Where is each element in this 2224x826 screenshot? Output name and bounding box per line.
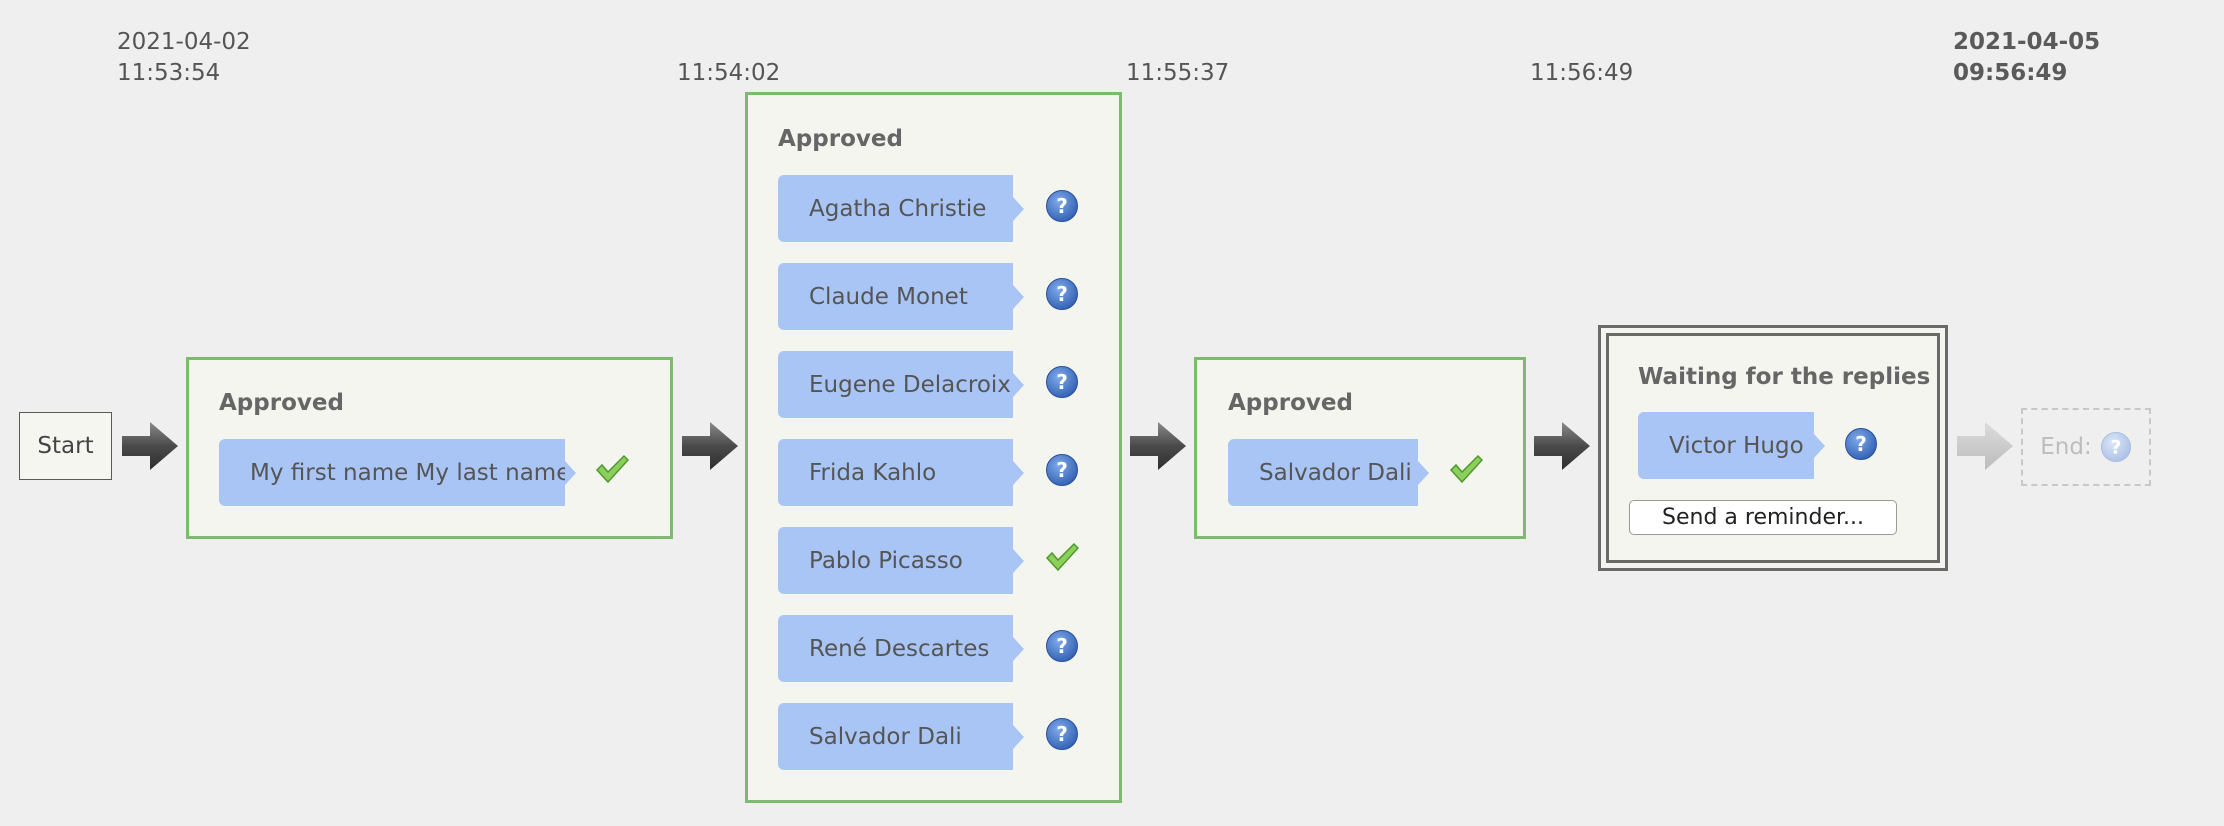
approver-pill[interactable]: Agatha Christie bbox=[778, 175, 1024, 242]
approver-name: My first name My last name bbox=[250, 459, 571, 486]
approver-name: Agatha Christie bbox=[809, 195, 987, 222]
send-reminder-button[interactable]: Send a reminder... bbox=[1629, 500, 1897, 535]
svg-text:?: ? bbox=[1855, 432, 1867, 456]
approver-pill[interactable]: Salvador Dali bbox=[778, 703, 1024, 770]
timestamp-stage3: 11:55:37 bbox=[1126, 60, 1230, 86]
svg-text:?: ? bbox=[1056, 634, 1068, 658]
checkmark-icon bbox=[1449, 454, 1483, 484]
approver-name: Pablo Picasso bbox=[809, 547, 963, 574]
question-icon: ? bbox=[1046, 278, 1078, 310]
svg-text:?: ? bbox=[1056, 370, 1068, 394]
timestamp-time-start: 11:53:54 bbox=[117, 60, 221, 86]
start-label: Start bbox=[37, 433, 94, 459]
svg-text:?: ? bbox=[1056, 282, 1068, 306]
approver-name: René Descartes bbox=[809, 635, 990, 662]
question-icon: ? bbox=[1046, 718, 1078, 750]
approver-pill[interactable]: Pablo Picasso bbox=[778, 527, 1024, 594]
stage-4-inner-border bbox=[1606, 333, 1940, 563]
approver-pill[interactable]: Eugene Delacroix bbox=[778, 351, 1024, 418]
approver-name: Eugene Delacroix bbox=[809, 371, 1011, 398]
question-icon: ? bbox=[1046, 454, 1078, 486]
approver-pill[interactable]: Salvador Dali bbox=[1228, 439, 1429, 506]
stage-3-title: Approved bbox=[1228, 390, 1353, 416]
arrow-right-icon bbox=[1957, 422, 2013, 470]
start-node: Start bbox=[19, 412, 112, 480]
question-icon: ? bbox=[2100, 431, 2131, 463]
end-label: End: bbox=[2040, 434, 2092, 460]
arrow-right-icon bbox=[122, 422, 178, 470]
arrow-right-icon bbox=[1130, 422, 1186, 470]
stage-4-title: Waiting for the replies bbox=[1638, 364, 1931, 390]
end-node: End: ? bbox=[2021, 408, 2151, 486]
approver-name: Salvador Dali bbox=[1259, 459, 1412, 486]
svg-text:?: ? bbox=[1056, 194, 1068, 218]
svg-text:?: ? bbox=[1056, 458, 1068, 482]
question-icon: ? bbox=[1046, 190, 1078, 222]
stage-1-title: Approved bbox=[219, 390, 344, 416]
svg-text:?: ? bbox=[1056, 722, 1068, 746]
stage-2-title: Approved bbox=[778, 126, 903, 152]
timestamp-time-end: 09:56:49 bbox=[1953, 60, 2068, 86]
approver-pill[interactable]: Victor Hugo bbox=[1638, 412, 1825, 479]
approver-pill[interactable]: René Descartes bbox=[778, 615, 1024, 682]
approver-pill[interactable]: Claude Monet bbox=[778, 263, 1024, 330]
arrow-right-icon bbox=[682, 422, 738, 470]
checkmark-icon bbox=[595, 454, 629, 484]
checkmark-icon bbox=[1045, 542, 1079, 572]
question-icon: ? bbox=[1046, 630, 1078, 662]
question-icon: ? bbox=[1845, 428, 1877, 460]
svg-text:?: ? bbox=[2110, 438, 2121, 459]
approver-pill[interactable]: Frida Kahlo bbox=[778, 439, 1024, 506]
approver-pill[interactable]: My first name My last name bbox=[219, 439, 576, 506]
timestamp-date-end: 2021-04-05 bbox=[1953, 29, 2101, 55]
arrow-right-icon bbox=[1534, 422, 1590, 470]
timestamp-date-start: 2021-04-02 bbox=[117, 29, 251, 55]
approver-name: Victor Hugo bbox=[1669, 432, 1804, 459]
timestamp-stage4: 11:56:49 bbox=[1530, 60, 1634, 86]
approver-name: Claude Monet bbox=[809, 283, 968, 310]
approver-name: Frida Kahlo bbox=[809, 459, 937, 486]
approver-name: Salvador Dali bbox=[809, 723, 962, 750]
timestamp-stage2: 11:54:02 bbox=[677, 60, 781, 86]
question-icon: ? bbox=[1046, 366, 1078, 398]
